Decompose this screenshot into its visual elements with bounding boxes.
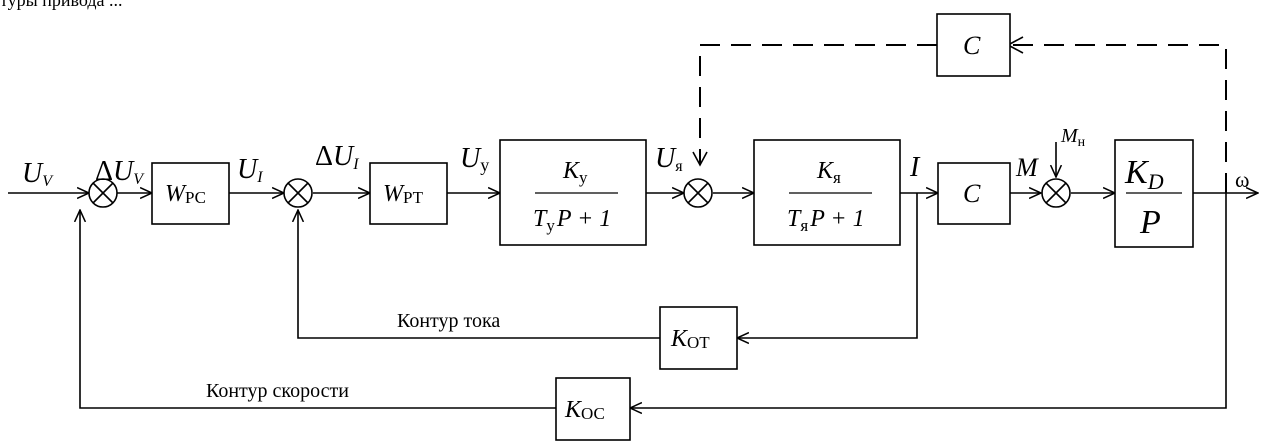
line-speed-feedback-in (630, 193, 1227, 408)
svg-text:WРС: WРС (165, 181, 206, 207)
feedback-lines (80, 193, 1227, 409)
sum-junction-voltage (683, 178, 713, 208)
label-ui: UI (237, 154, 263, 186)
svg-text:KОС: KОС (564, 397, 605, 423)
label-uy: Uу (460, 143, 489, 175)
label-input-uv: UV (22, 158, 54, 190)
dashed-line-left (699, 44, 937, 165)
sum-junction-speed (88, 178, 118, 208)
caption-speed-loop: Контур скорости (206, 380, 349, 402)
svg-text:KD: KD (1124, 154, 1164, 194)
svg-text:WРТ: WРТ (383, 181, 424, 207)
summing-junctions (88, 178, 1071, 208)
svg-text:TяP + 1: TяP + 1 (787, 206, 865, 235)
svg-text:C: C (963, 179, 981, 208)
dashed-line-right (1010, 44, 1227, 193)
svg-text:Kу: Kу (562, 158, 588, 187)
block-motor: KD P (1114, 139, 1194, 248)
caption-current-loop: Контур тока (397, 310, 500, 332)
block-current-regulator: WРТ (369, 162, 448, 225)
block-armature: Kя TяP + 1 (753, 139, 901, 246)
svg-text:C: C (963, 31, 981, 60)
block-converter: Kу TуP + 1 (499, 139, 647, 246)
block-current-feedback: KОТ (659, 306, 738, 370)
block-emf-constant: C (936, 13, 1011, 77)
label-torque-m: M (1015, 153, 1039, 182)
block-torque-constant: C (937, 162, 1011, 225)
line-current-feedback-out (298, 210, 660, 339)
label-delta-ui: ΔUI (315, 141, 359, 173)
dashed-arrowhead-down (692, 151, 708, 167)
svg-text:TуP + 1: TуP + 1 (533, 206, 611, 235)
label-current-i: I (909, 152, 921, 183)
block-speed-feedback: KОС (555, 377, 631, 441)
block-speed-regulator: WРС (151, 162, 230, 225)
forward-path (8, 142, 1258, 193)
sum-junction-current (283, 178, 313, 208)
svg-text:KОТ: KОТ (670, 326, 710, 352)
label-uya: Uя (655, 143, 683, 175)
sum-junction-torque (1041, 178, 1071, 208)
label-omega: ω (1235, 167, 1249, 192)
label-delta-uv: ΔUV (95, 156, 145, 188)
line-current-feedback-in (737, 193, 918, 338)
svg-text:Kя: Kя (816, 158, 841, 187)
line-speed-feedback-out (80, 210, 556, 409)
label-load-torque: Mн (1060, 125, 1086, 150)
top-caption: туры привода ... (0, 0, 123, 10)
svg-text:P: P (1139, 204, 1161, 241)
